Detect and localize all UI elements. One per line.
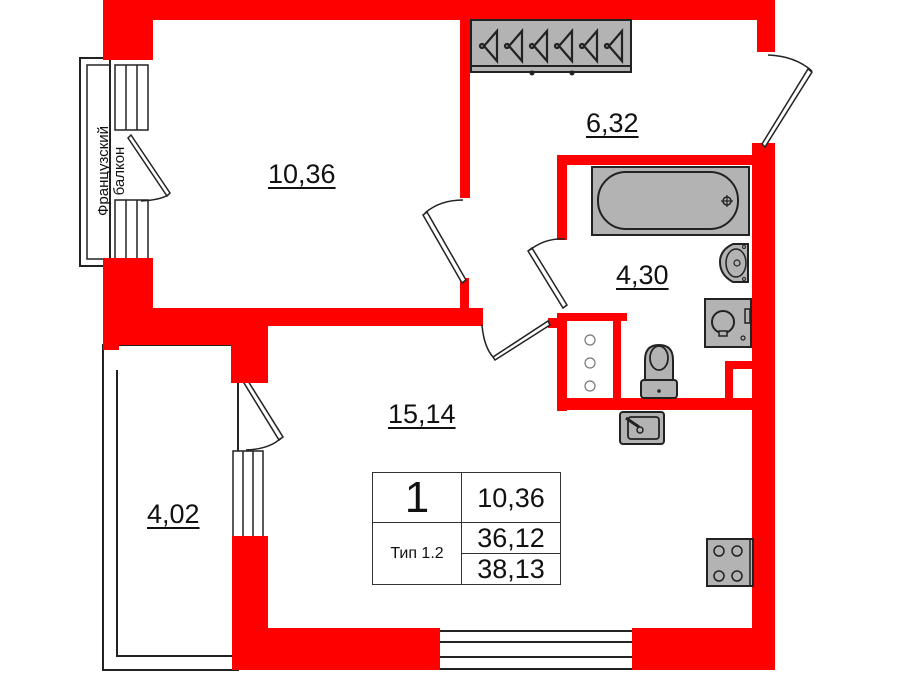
room-area-kitchen-living: 15,14 [388, 399, 456, 429]
room-area-bathroom: 4,30 [616, 260, 669, 290]
stove [706, 538, 754, 587]
living-area: 10,36 [461, 472, 561, 523]
french-balcony-label: Французский балкон [95, 116, 130, 226]
kitchen-sink [619, 411, 665, 445]
french-balcony-label-line1: Французский [95, 126, 112, 216]
washbasin [718, 243, 749, 283]
room-area-hallway: 6,32 [586, 108, 639, 138]
loggia-frame [102, 344, 285, 671]
bedroom-door [422, 199, 467, 285]
bathtub [591, 166, 750, 236]
room-area-bedroom: 10,36 [268, 159, 336, 189]
hall-door [481, 319, 551, 362]
ventilation-shaft [567, 321, 613, 398]
walls [103, 0, 775, 670]
apartment-type: Тип 1.2 [372, 522, 462, 585]
bathroom-door [527, 238, 568, 310]
wardrobe [470, 19, 632, 76]
total-area: 36,12 [461, 522, 561, 554]
kitchen-window [440, 630, 635, 671]
rooms-count: 1 [372, 472, 462, 523]
entrance-door [761, 54, 814, 149]
toilet [640, 343, 678, 399]
french-balcony-label-line2: балкон [111, 146, 128, 196]
washing-machine [704, 298, 752, 348]
french-balcony [79, 57, 111, 267]
apartment-summary-table: 1 10,36 Тип 1.2 36,12 38,13 [372, 472, 561, 585]
balcony-door-window [114, 64, 171, 263]
total-area-with-loggia: 38,13 [461, 553, 561, 585]
room-area-loggia: 4,02 [147, 499, 200, 529]
